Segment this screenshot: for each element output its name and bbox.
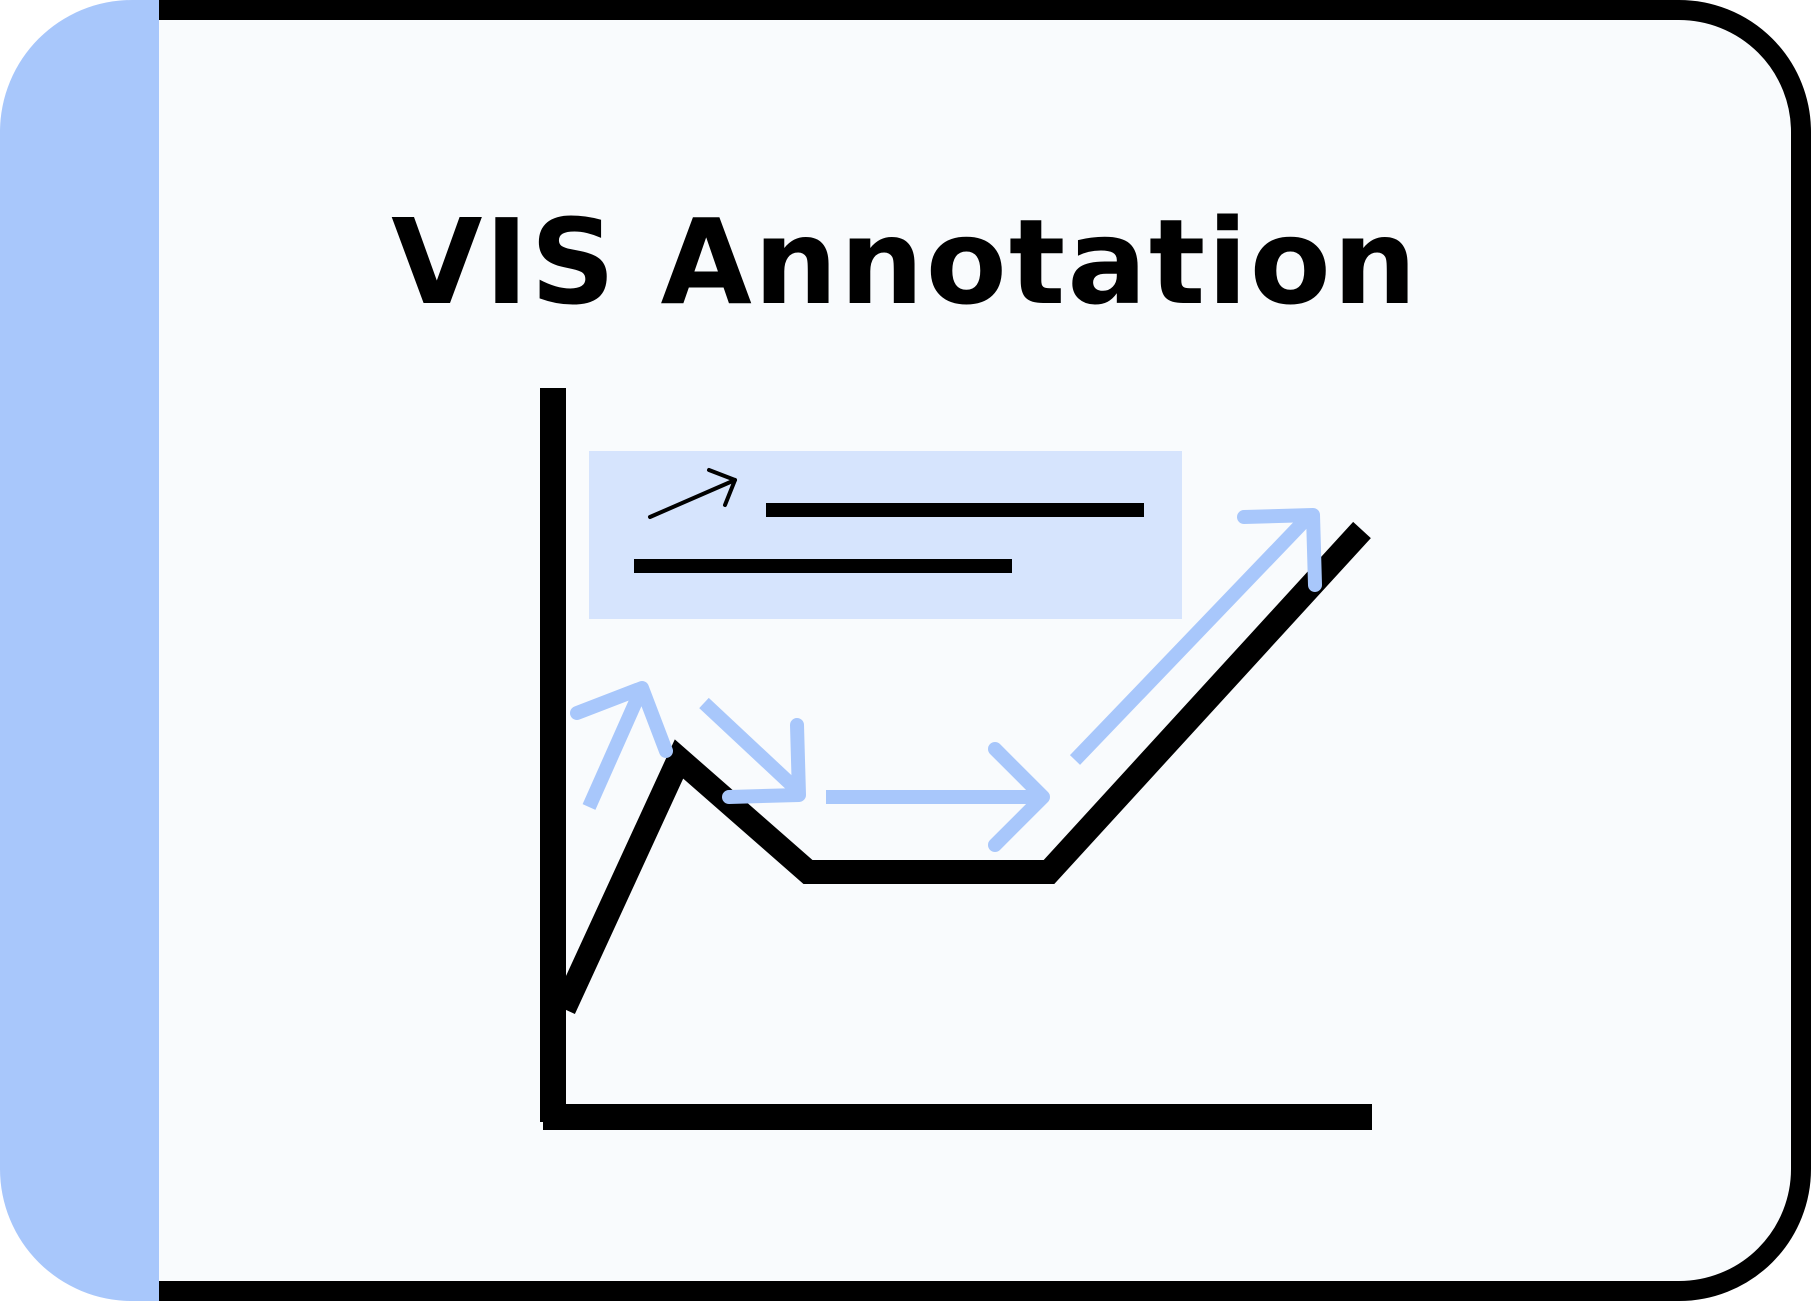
y-axis xyxy=(540,388,566,1122)
arrow-right-icon xyxy=(826,742,1050,852)
annotation-box-background xyxy=(589,451,1182,619)
card-title: VIS Annotation xyxy=(391,193,1419,331)
arrow-down-right-icon xyxy=(699,697,806,804)
x-axis xyxy=(543,1104,1372,1130)
chart-line xyxy=(553,521,1371,1015)
card-border xyxy=(159,0,1811,1301)
arrow-up-right-icon xyxy=(1069,508,1322,765)
annotation-text-line-2 xyxy=(634,559,1012,573)
arrow-up-icon xyxy=(570,681,673,810)
trend-arrows xyxy=(570,508,1322,852)
annotation-text-line-1 xyxy=(766,503,1144,517)
card-background xyxy=(10,10,1801,1291)
annotation-box xyxy=(589,451,1182,619)
arrow-up-right-icon xyxy=(648,468,737,519)
card-accent-strip xyxy=(0,0,159,1301)
